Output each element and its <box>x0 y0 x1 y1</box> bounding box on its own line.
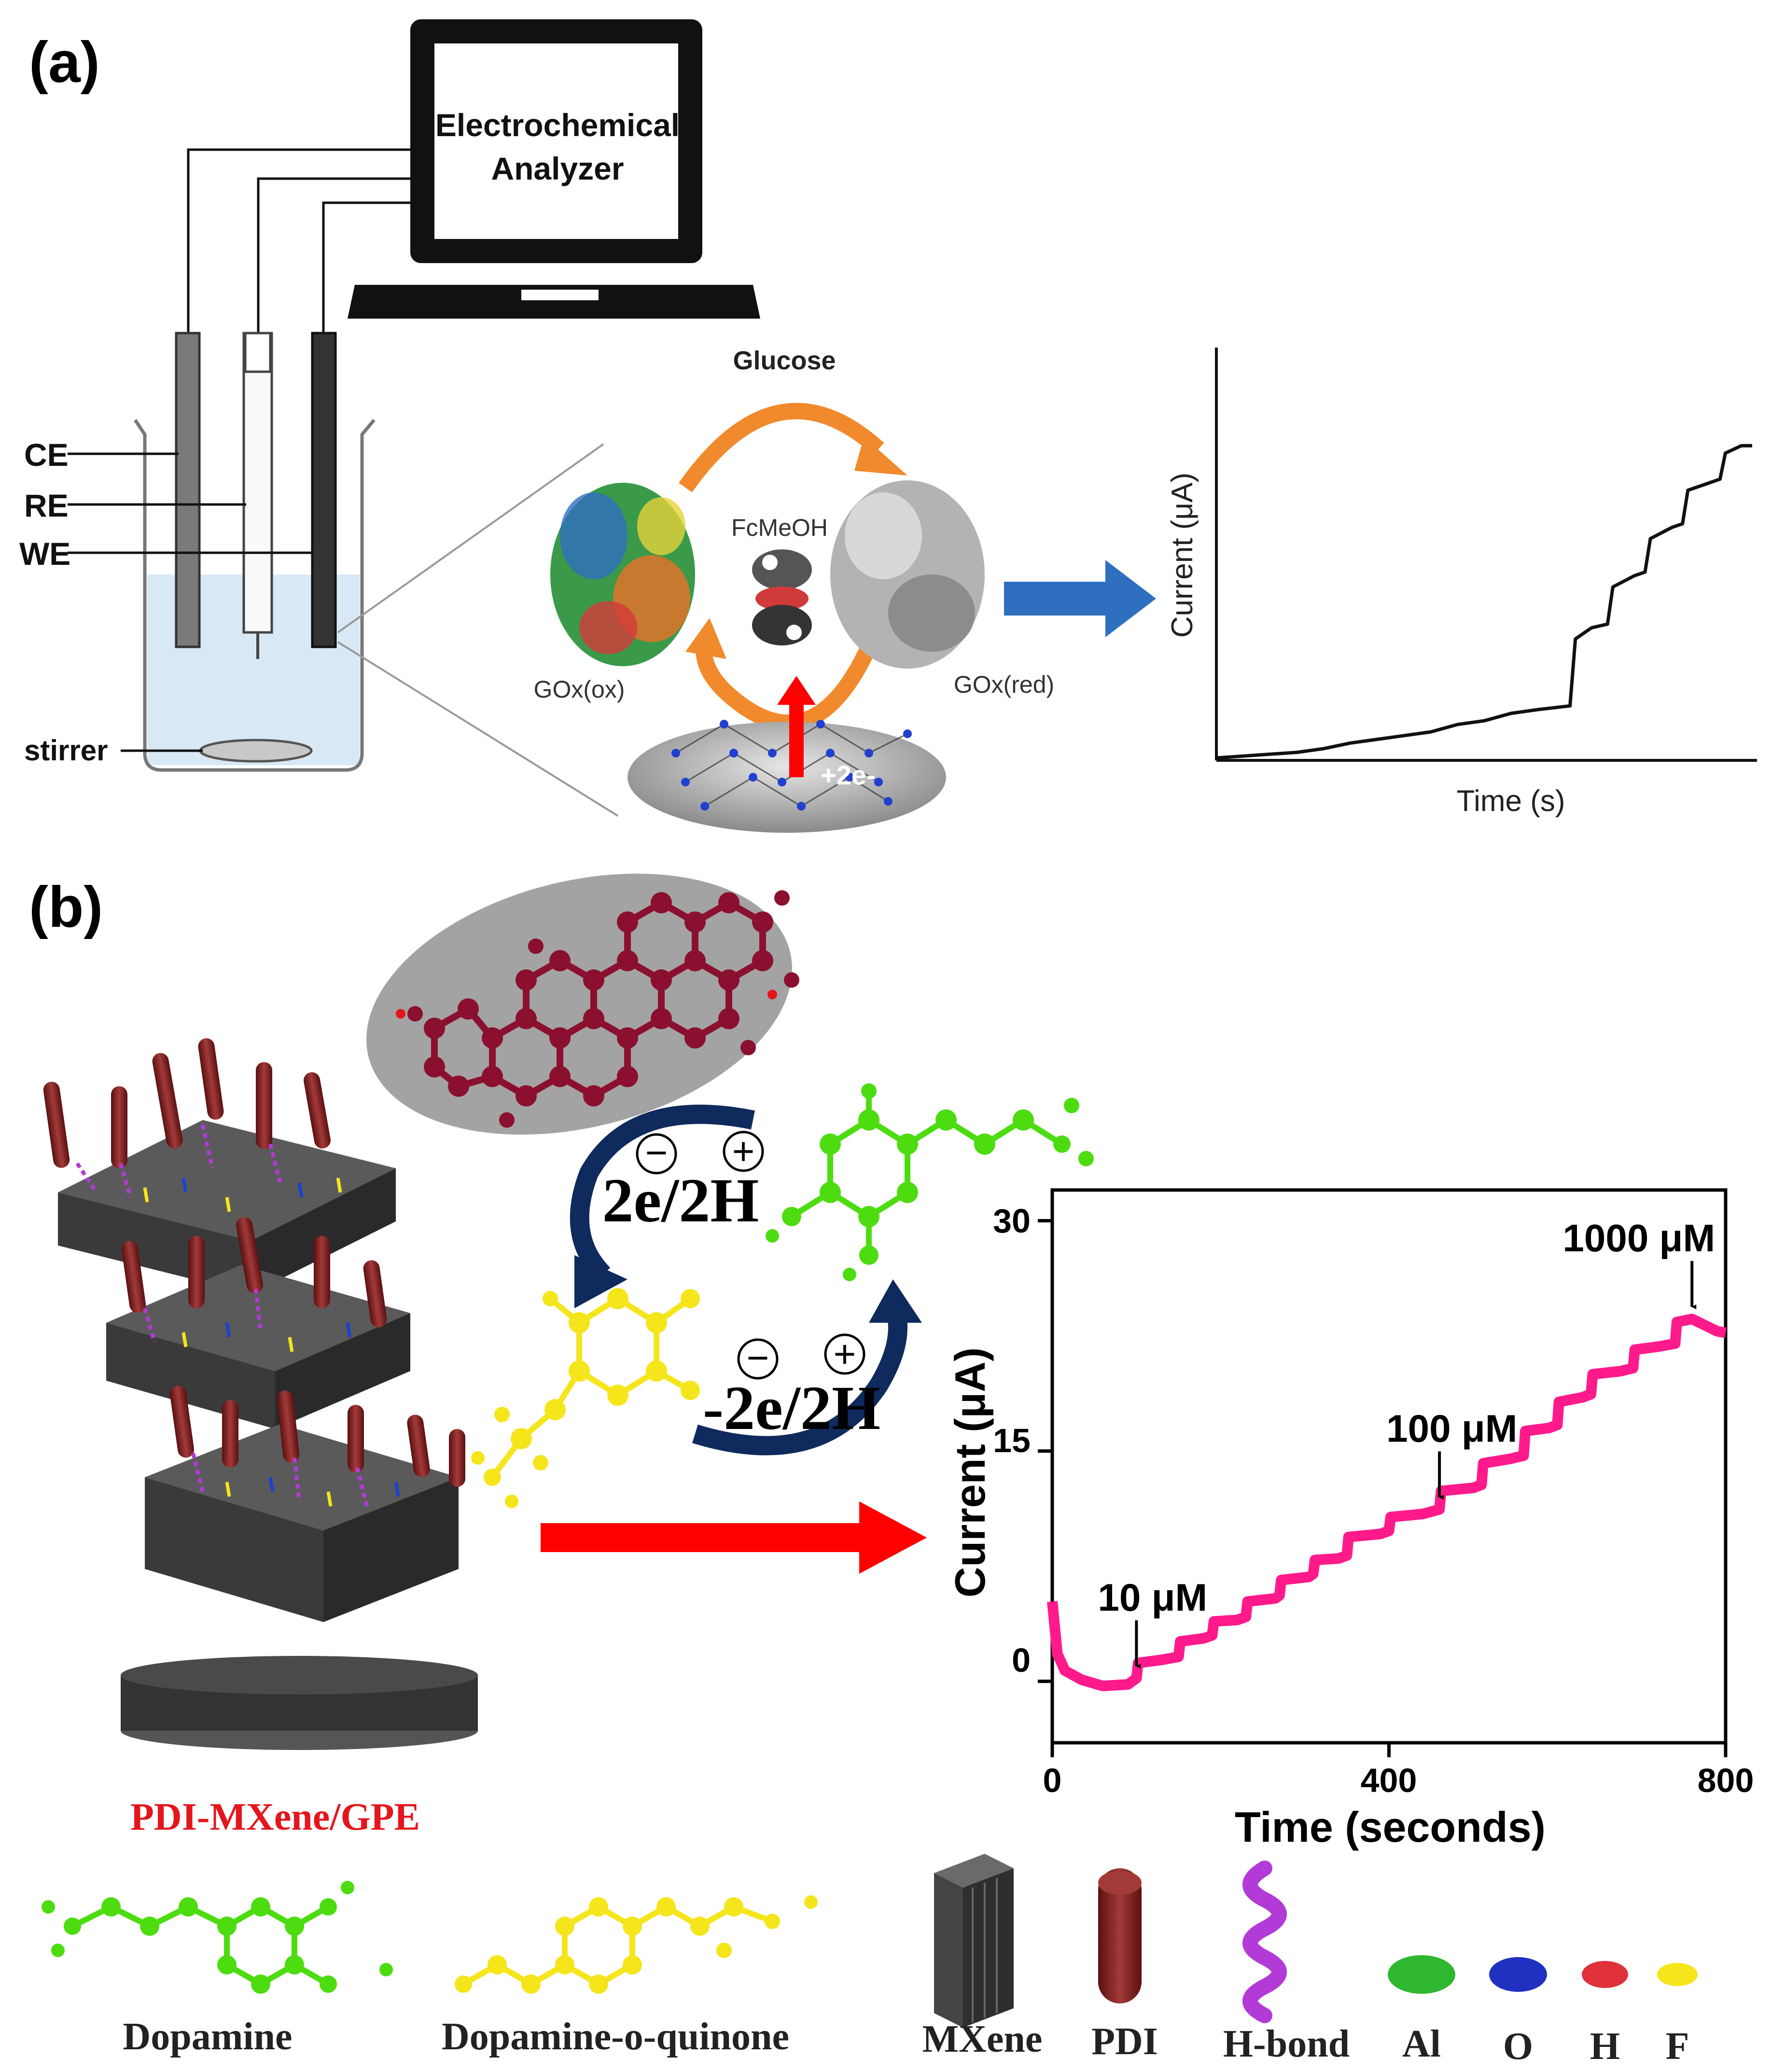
y-tick-0: 0 <box>1012 1641 1031 1679</box>
plus-sign-top: + <box>732 1130 755 1173</box>
legend: Dopamine <box>42 1854 1698 2068</box>
panel-a-label: (a) <box>29 30 100 95</box>
legend-hbond-icon <box>1242 1861 1287 2023</box>
y-tick-30: 30 <box>993 1202 1031 1240</box>
minus-circle-top <box>636 1133 677 1175</box>
electrode-name-label: PDI-MXene/GPE <box>130 1796 420 1838</box>
quinone-molecule-diagram <box>471 1288 700 1508</box>
panel-b: (b) <box>29 873 1754 2068</box>
chart-a-y-label: Current (μA) <box>1166 473 1199 638</box>
panel-a: (a) Electrochemical Analyzer <box>19 19 1757 833</box>
minus-sign-top: − <box>645 1131 668 1174</box>
legend-al-icon <box>1388 1955 1455 1994</box>
legend-quinone-label: Dopamine-o-quinone <box>442 2016 789 2058</box>
gpe-base <box>121 1656 478 1750</box>
legend-pdi-label: PDI <box>1091 2020 1158 2063</box>
legend-f-label: F <box>1666 2025 1689 2068</box>
cycle-arrow-bottom <box>696 640 877 731</box>
legend-dopamine-icon <box>42 1881 393 1994</box>
chart-b-ticks <box>1038 1219 1728 1757</box>
chart-b-series-line <box>1047 1314 1727 1692</box>
chart-b-x-label: Time (seconds) <box>1235 1803 1546 1851</box>
electron-arrow-head <box>777 676 816 705</box>
counter-electrode <box>175 332 201 648</box>
gox-red-protein <box>830 480 985 669</box>
x-tick-400: 400 <box>1361 1762 1417 1799</box>
oxidation-label: 2e/2H <box>602 1166 759 1235</box>
analyzer-label-line2: Analyzer <box>491 151 624 186</box>
chart-b: 0 15 30 0 400 800 Time (seconds) Current… <box>946 1188 1754 1851</box>
re-label: RE <box>24 488 69 523</box>
atom-markers <box>143 1177 400 1507</box>
hbond-links <box>75 1124 369 1507</box>
legend-f-icon <box>1657 1963 1698 1986</box>
oxidation-arrow <box>570 1105 755 1282</box>
pdi-molecule <box>366 873 799 1135</box>
stirrer-bar <box>199 739 313 763</box>
electrode-labels <box>68 452 314 752</box>
blue-arrow <box>1004 560 1156 637</box>
gox-ox-label: GOx(ox) <box>534 676 625 703</box>
chart-b-y-label: Current (μA) <box>946 1347 994 1597</box>
electrode-cables <box>187 148 410 333</box>
enzyme-cycle: Glucose GOx(ox) GOx(red) FcMeOH <box>534 346 1054 833</box>
minus-circle-bottom <box>737 1338 779 1380</box>
y-tick-15: 15 <box>993 1422 1031 1459</box>
legend-o-icon <box>1489 1957 1547 1992</box>
chart-a-x-label: Time (s) <box>1457 784 1565 818</box>
working-electrode <box>311 332 337 648</box>
stirrer-label: stirrer <box>24 734 108 767</box>
red-arrow <box>541 1501 927 1574</box>
glucose-label: Glucose <box>733 346 836 375</box>
reduction-arrow <box>692 1300 907 1456</box>
mxene-electrode-disk <box>628 720 946 833</box>
dopamine-molecule-diagram <box>766 1083 1094 1281</box>
fcmeoh-molecule <box>752 549 812 645</box>
cycle-arrow-top <box>679 403 884 492</box>
we-label: WE <box>19 536 70 572</box>
chart-b-annotations: 10 μM 100 μM 1000 μM <box>1098 1217 1715 1669</box>
panel-b-label: (b) <box>29 875 103 939</box>
gox-ox-protein <box>550 483 695 666</box>
reduction-label: -2e/2H <box>703 1373 880 1443</box>
gox-red-label: GOx(red) <box>954 671 1054 698</box>
x-tick-800: 800 <box>1698 1762 1754 1799</box>
electrodes <box>175 332 337 659</box>
electron-arrow-shaft <box>789 700 804 777</box>
mxene-stack <box>43 1038 478 1750</box>
annotation-label-2: 1000 μM <box>1562 1217 1715 1260</box>
legend-quinone-icon <box>455 1895 818 1994</box>
legend-hbond-label: H-bond <box>1223 2023 1350 2065</box>
annotation-label-1: 100 μM <box>1386 1407 1517 1450</box>
plus-circle-bottom <box>824 1333 865 1375</box>
chart-a: Time (s) Current (μA) <box>1166 348 1757 818</box>
reference-electrode <box>242 332 273 634</box>
zoom-lines <box>337 443 619 817</box>
plus-sign-bottom: + <box>834 1332 856 1375</box>
chart-a-series-line <box>1216 444 1752 760</box>
legend-h-icon <box>1582 1961 1628 1988</box>
legend-mxene-icon <box>934 1854 1014 2028</box>
legend-mxene-label: MXene <box>922 2018 1043 2060</box>
analyzer-label-line1: Electrochemical <box>435 107 680 143</box>
fcmeoh-label: FcMeOH <box>731 514 828 541</box>
legend-al-label: Al <box>1402 2023 1441 2065</box>
redox-cycle: − + 2e/2H − + -2e/2H <box>570 1105 922 1456</box>
legend-dopamine-label: Dopamine <box>123 2016 292 2058</box>
analyzer-laptop: Electrochemical Analyzer <box>348 19 760 319</box>
x-tick-0: 0 <box>1043 1762 1062 1799</box>
ce-label: CE <box>24 437 69 473</box>
legend-o-label: O <box>1503 2025 1533 2068</box>
minus-sign-bottom: − <box>747 1336 769 1379</box>
annotation-label-0: 10 μM <box>1098 1576 1207 1619</box>
electrons-label: +2e- <box>821 760 876 790</box>
plus-circle-top <box>723 1131 764 1172</box>
legend-h-label: H <box>1590 2025 1620 2068</box>
legend-pdi-icon <box>1098 1868 1142 2003</box>
pdi-rods <box>43 1038 465 1487</box>
